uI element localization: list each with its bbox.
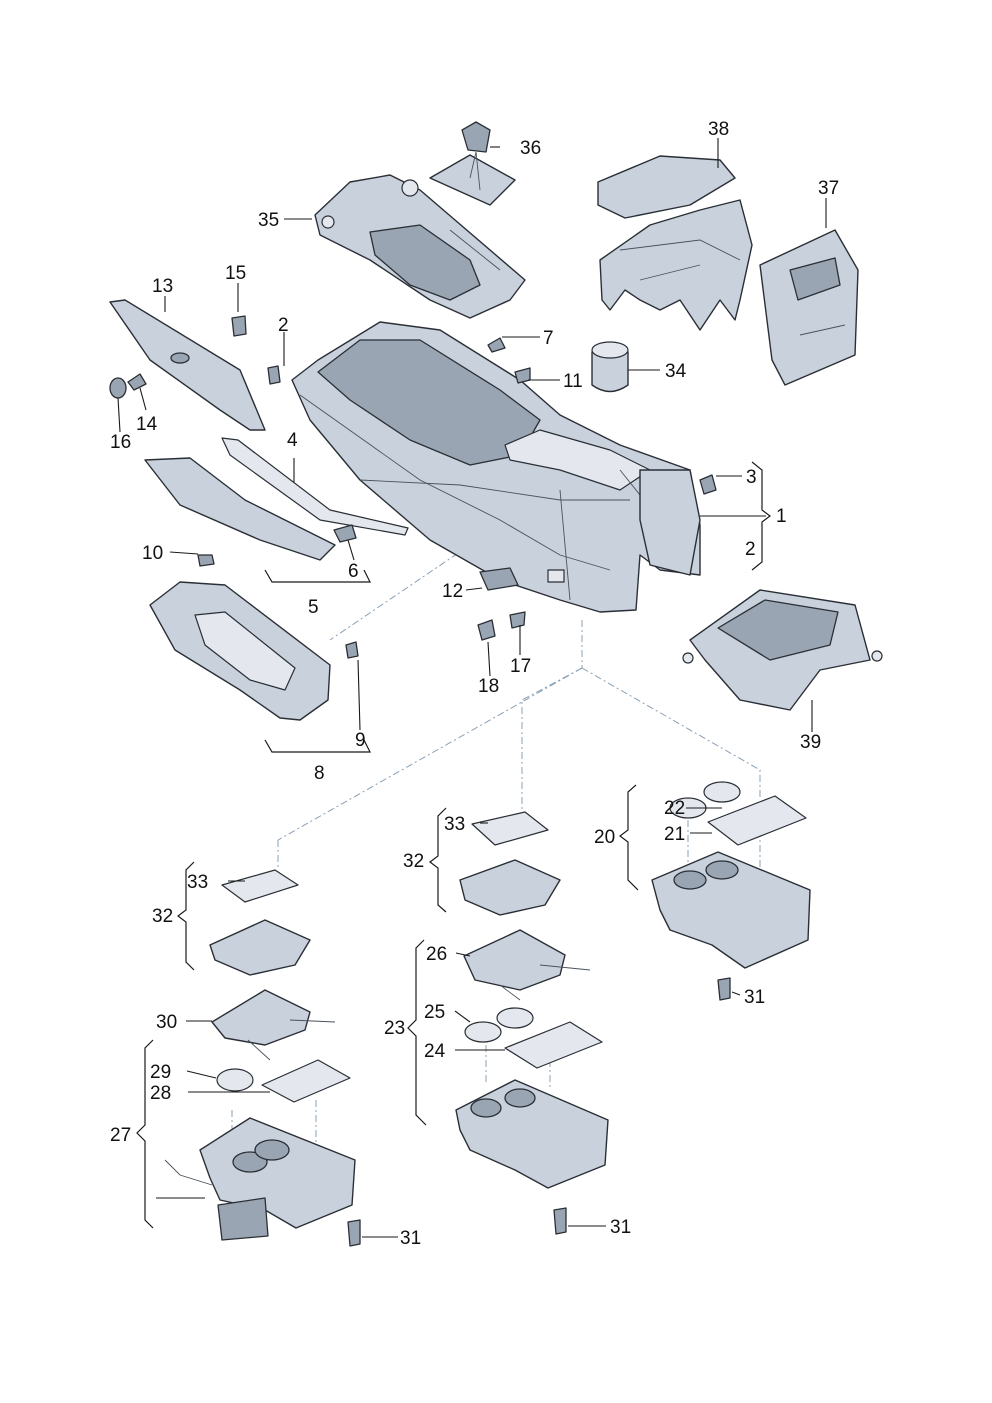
callout-30: 30 [156, 1012, 177, 1033]
callout-38: 38 [708, 119, 729, 140]
callout-9: 9 [355, 730, 366, 751]
callout-32-middle: 32 [403, 851, 424, 872]
callout-29: 29 [150, 1062, 171, 1083]
callout-14: 14 [136, 414, 158, 435]
shift-trim-panel [314, 174, 526, 319]
callout-34: 34 [665, 361, 687, 382]
callout-18: 18 [478, 676, 499, 697]
callout-8: 8 [314, 763, 325, 784]
callout-12: 12 [442, 581, 463, 602]
callout-10: 10 [142, 543, 163, 564]
callout-4: 4 [287, 430, 298, 451]
lower-mounting-frame [149, 554, 331, 721]
callout-11: 11 [563, 371, 583, 392]
center-console-body [291, 321, 701, 613]
callout-39: 39 [800, 732, 821, 753]
cup-holder-insert [591, 341, 629, 393]
callout-31-middle: 31 [610, 1217, 631, 1238]
callout-22: 22 [664, 798, 685, 819]
callout-35: 35 [258, 210, 279, 231]
callout-32-left: 32 [152, 906, 173, 927]
left-side-trim [109, 299, 266, 431]
group-brackets [136, 461, 771, 1229]
callout-28: 28 [150, 1083, 171, 1104]
armrest-assembly [597, 155, 753, 331]
callout-2-right: 2 [745, 539, 756, 560]
callout-16: 16 [110, 432, 131, 453]
leader-lines [117, 138, 827, 1238]
callout-1: 1 [776, 506, 787, 527]
callout-23: 23 [384, 1018, 405, 1039]
callout-25: 25 [424, 1002, 445, 1023]
callout-24: 24 [424, 1041, 446, 1062]
assembly-guide-lines [231, 544, 761, 1145]
callout-5: 5 [308, 597, 319, 618]
cup-holder-assembly-23 [455, 811, 609, 1189]
callout-27: 27 [110, 1125, 131, 1146]
gear-knob-boot [429, 121, 516, 206]
callout-2-top: 2 [278, 315, 289, 336]
callout-15: 15 [225, 263, 246, 284]
fasteners [109, 315, 731, 1247]
callout-26: 26 [426, 944, 447, 965]
trim-strips [144, 437, 409, 561]
callout-labels: 36 38 37 35 13 15 2 7 11 34 14 16 4 3 1 … [110, 119, 839, 1249]
callout-7: 7 [543, 328, 554, 349]
callout-20: 20 [594, 827, 615, 848]
callout-3: 3 [746, 467, 757, 488]
callout-31-left: 31 [400, 1228, 421, 1249]
callout-36: 36 [520, 138, 541, 159]
callout-33-middle: 33 [444, 814, 465, 835]
callout-21: 21 [664, 824, 685, 845]
callout-6: 6 [348, 561, 359, 582]
callout-37: 37 [818, 178, 839, 199]
callout-31-right: 31 [744, 987, 765, 1008]
rear-cover-panel [759, 229, 859, 386]
callout-33-left: 33 [187, 872, 208, 893]
storage-box [682, 589, 883, 711]
cup-holder-assembly-27 [164, 869, 356, 1241]
callout-17: 17 [510, 656, 531, 677]
callout-13: 13 [152, 276, 173, 297]
cup-holder-assembly-20 [651, 781, 811, 969]
